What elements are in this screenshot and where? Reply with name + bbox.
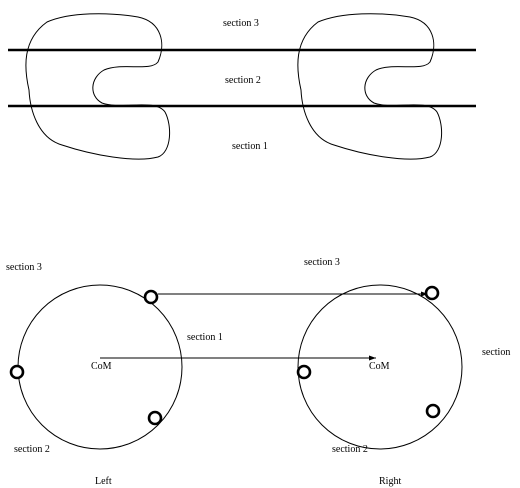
top-section2-label: section 2 [225,75,261,86]
bottom-diagram: section 3 section 2 CoM section 1 sectio… [6,257,510,487]
top-diagram: section 3 section 2 section 1 [8,13,476,160]
left-section2-label: section 2 [14,444,50,455]
right-top-marker [424,285,440,301]
left-blob [25,13,171,160]
right-bottom-marker [425,403,441,419]
right-com-label: CoM [369,361,390,372]
left-side-marker [9,364,25,380]
left-bottom-marker [147,410,163,426]
left-section3-label: section 3 [6,262,42,273]
left-com-label: CoM [91,361,112,372]
right-blob [297,13,443,160]
right-section2-label: section 2 [332,444,368,455]
right-circle [297,284,463,450]
right-caption: Right [379,476,401,487]
top-section1-label: section 1 [232,141,268,152]
right-side-marker [296,364,312,380]
right-edge-section-label: section [482,347,510,358]
right-section3-label: section 3 [304,257,340,268]
middle-section1-label: section 1 [187,332,223,343]
top-section3-label: section 3 [223,18,259,29]
left-top-marker [143,289,159,305]
left-caption: Left [95,476,112,487]
